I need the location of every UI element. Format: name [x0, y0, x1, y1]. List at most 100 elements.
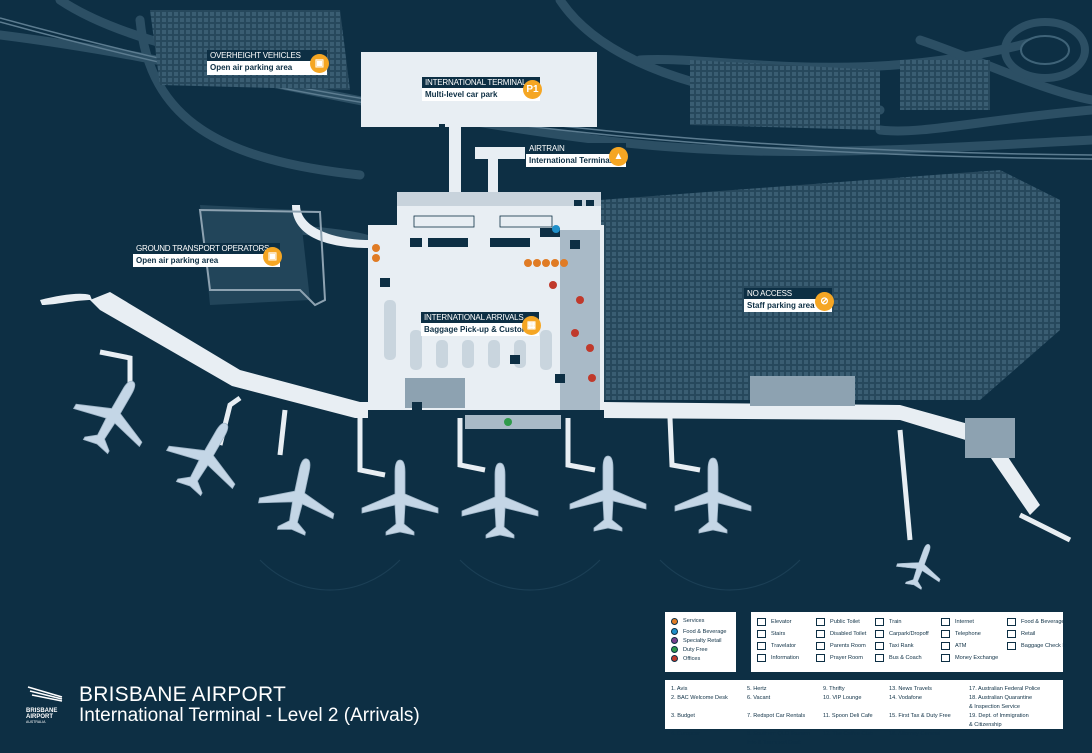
legend-label: Duty Free [683, 646, 708, 653]
parking-p1-badge: P1 [523, 80, 542, 99]
facility-label: Prayer Room [830, 655, 863, 661]
callout-subtitle: Open air parking area [210, 63, 293, 72]
facility-label: Disabled Toilet [830, 631, 867, 637]
concourse-west [90, 292, 368, 418]
directory-entry: 10. VIP Lounge [823, 695, 862, 701]
bus-icon: ▣ [310, 54, 329, 73]
callout-airtrain[interactable]: AIRTRAIN International Terminal ▲ [526, 143, 628, 167]
directory-entry: 2. BAC Welcome Desk [671, 695, 728, 701]
roundabout [1001, 18, 1089, 82]
facility-legend-item: Prayer Room [816, 652, 875, 664]
facility-label: Food & Beverage [1021, 619, 1065, 625]
facility-icon [941, 630, 950, 638]
air-bridges [99, 349, 1072, 543]
luggage-icon: ▦ [522, 316, 541, 335]
facility-legend-item: Money Exchange [941, 652, 1007, 664]
facility-icon [757, 642, 766, 650]
directory-entry [969, 730, 1055, 748]
facility-legend-item [1007, 652, 1069, 664]
map-title: BRISBANE AIRPORT [79, 683, 287, 706]
facility-legend-item: Disabled Toilet [816, 628, 875, 640]
facility-icon [757, 618, 766, 626]
facility-markers [380, 124, 594, 411]
facility-icon [941, 618, 950, 626]
retail-dot [671, 637, 678, 644]
facility-label: Public Toilet [830, 619, 860, 625]
facility-legend-item: ATM [941, 640, 1007, 652]
callout-title: NO ACCESS [744, 288, 832, 299]
map-subtitle: International Terminal - Level 2 (Arriva… [79, 705, 420, 726]
directory-entry: 1. Avis [671, 686, 688, 692]
directory-entry: 19. Dept. of Immigration & Citizenship [969, 713, 1029, 728]
facility-icon [875, 618, 884, 626]
facility-label: Telephone [955, 631, 981, 637]
facility-icon [875, 642, 884, 650]
directory-entry: 17. Australian Federal Police [969, 686, 1041, 692]
facility-icon [757, 654, 766, 662]
legend-categories: Services Food & Beverage Specialty Retai… [665, 612, 736, 672]
logo-wings-icon [27, 686, 63, 702]
callout-ground-transport[interactable]: GROUND TRANSPORT OPERATORS Open air park… [133, 243, 282, 267]
facility-label: Elevator [771, 619, 792, 625]
legend-facilities: Elevator Public Toilet Train Internet Food &… [751, 612, 1067, 672]
facility-icon [941, 654, 950, 662]
facility-label: Bus & Coach [889, 655, 922, 661]
facility-label: Information [771, 655, 799, 661]
callout-subtitle: Open air parking area [136, 256, 219, 265]
directory-entry: 4. Europcar [671, 731, 700, 737]
facility-label: Parents Room [830, 643, 866, 649]
callout-no-access[interactable]: NO ACCESS Staff parking area ⊘ [744, 288, 834, 312]
facility-icon [757, 630, 766, 638]
facility-label: Train [889, 619, 902, 625]
legend-label: Offices [683, 655, 701, 662]
facility-legend-item: Retail [1007, 628, 1069, 640]
train-icon: ▲ [609, 147, 628, 166]
directory-entry: 8. Southern QLD Tourism Info & Transport… [747, 731, 811, 746]
directory-entry: 18. Australian Quarantine & Inspection S… [969, 695, 1033, 710]
legend-label: Specialty Retail [683, 637, 722, 644]
callout-international-terminal-carpark[interactable]: INTERNATIONAL TERMINAL Multi-level car p… [422, 77, 542, 101]
facility-legend-item: Baggage Check In [1007, 640, 1069, 652]
directory-entry: 16. Attorney General [889, 731, 941, 737]
callout-title: GROUND TRANSPORT OPERATORS [133, 243, 280, 254]
callout-title: AIRTRAIN [526, 143, 626, 154]
airport-map [0, 0, 1092, 595]
concourse-east [604, 402, 1040, 515]
bus-icon: ▣ [263, 247, 282, 266]
directory-entry: 7. Redspot Car Rentals [747, 713, 806, 719]
food-dot [671, 628, 678, 635]
facility-legend-item: Public Toilet [816, 616, 875, 628]
services-dot [671, 617, 678, 625]
callout-subtitle: Staff parking area [747, 301, 815, 310]
callout-overheight-vehicles[interactable]: OVERHEIGHT VEHICLES Open air parking are… [207, 50, 329, 75]
facility-legend-item: Parents Room [816, 640, 875, 652]
facility-legend-item: Taxi Rank [875, 640, 941, 652]
directory-entry: 9. Thrifty [823, 686, 845, 692]
facility-legend-item: Train [875, 616, 941, 628]
directory-entry: 11. Spoon Deli Cafe [823, 713, 873, 719]
numbered-markers [372, 225, 596, 426]
facility-label: Internet [955, 619, 974, 625]
callout-title: OVERHEIGHT VEHICLES [207, 50, 327, 61]
offices-dot [671, 655, 678, 662]
facility-label: Stairs [771, 631, 786, 637]
callout-subtitle: Baggage Pick-up & Customs [424, 325, 534, 334]
directory-entry: 15. First Tax & Duty Free [889, 713, 951, 719]
facility-icon [816, 618, 825, 626]
callout-international-arrivals[interactable]: INTERNATIONAL ARRIVALS Baggage Pick-up &… [421, 312, 541, 336]
legend-label: Services [683, 618, 705, 624]
facility-legend-item: Stairs [757, 628, 816, 640]
logo-text: AUSTRALIA [26, 720, 46, 724]
facility-icon [816, 642, 825, 650]
facility-icon [941, 642, 950, 650]
directory-entry: 14. Vodafone [889, 695, 922, 701]
facility-icon [875, 654, 884, 662]
facility-legend-item: Internet [941, 616, 1007, 628]
facility-label: Travelator [771, 643, 796, 649]
facility-legend-item: Food & Beverage [1007, 616, 1069, 628]
callout-title: INTERNATIONAL ARRIVALS [421, 312, 539, 323]
facility-label: Retail [1021, 631, 1036, 637]
facility-label: Baggage Check In [1021, 643, 1068, 649]
facility-icon [1007, 642, 1016, 650]
